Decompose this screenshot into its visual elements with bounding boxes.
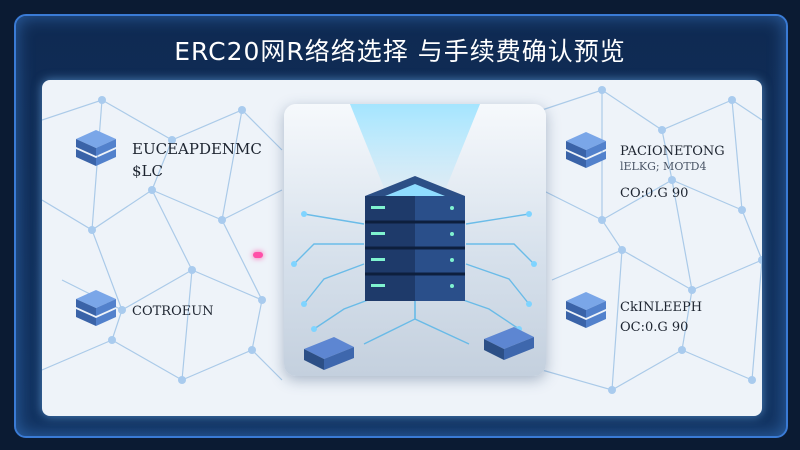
small-node-icon (304, 337, 354, 370)
node-name: CkINLEEPH (620, 300, 703, 315)
network-background (42, 86, 762, 394)
server-stack-icon (566, 132, 606, 168)
page-title: ERC20网R络络选择 与手续费确认预览 (174, 37, 626, 66)
server-stack-icon (76, 290, 116, 326)
network-panel: EUCEAPDENMC $LC COTROEUN PACIO (42, 80, 762, 416)
node-name: PACIONETONG (620, 144, 725, 159)
node-value: OC:0.G 90 (620, 320, 689, 335)
small-node-icon (484, 327, 534, 360)
server-rack-icon (365, 176, 465, 301)
server-stack-icon (76, 130, 116, 166)
node-value: $LC (132, 162, 163, 180)
server-stack-icon (566, 292, 606, 328)
highlight-dot (253, 252, 263, 258)
node-name: EUCEAPDENMC (132, 140, 262, 158)
node-name: COTROEUN (132, 304, 214, 319)
server-card (284, 104, 546, 376)
node-value: CO:0.G 90 (620, 186, 689, 201)
node-subtitle: lELKG; MOTD4 (620, 160, 707, 173)
server-illustration (291, 176, 537, 370)
